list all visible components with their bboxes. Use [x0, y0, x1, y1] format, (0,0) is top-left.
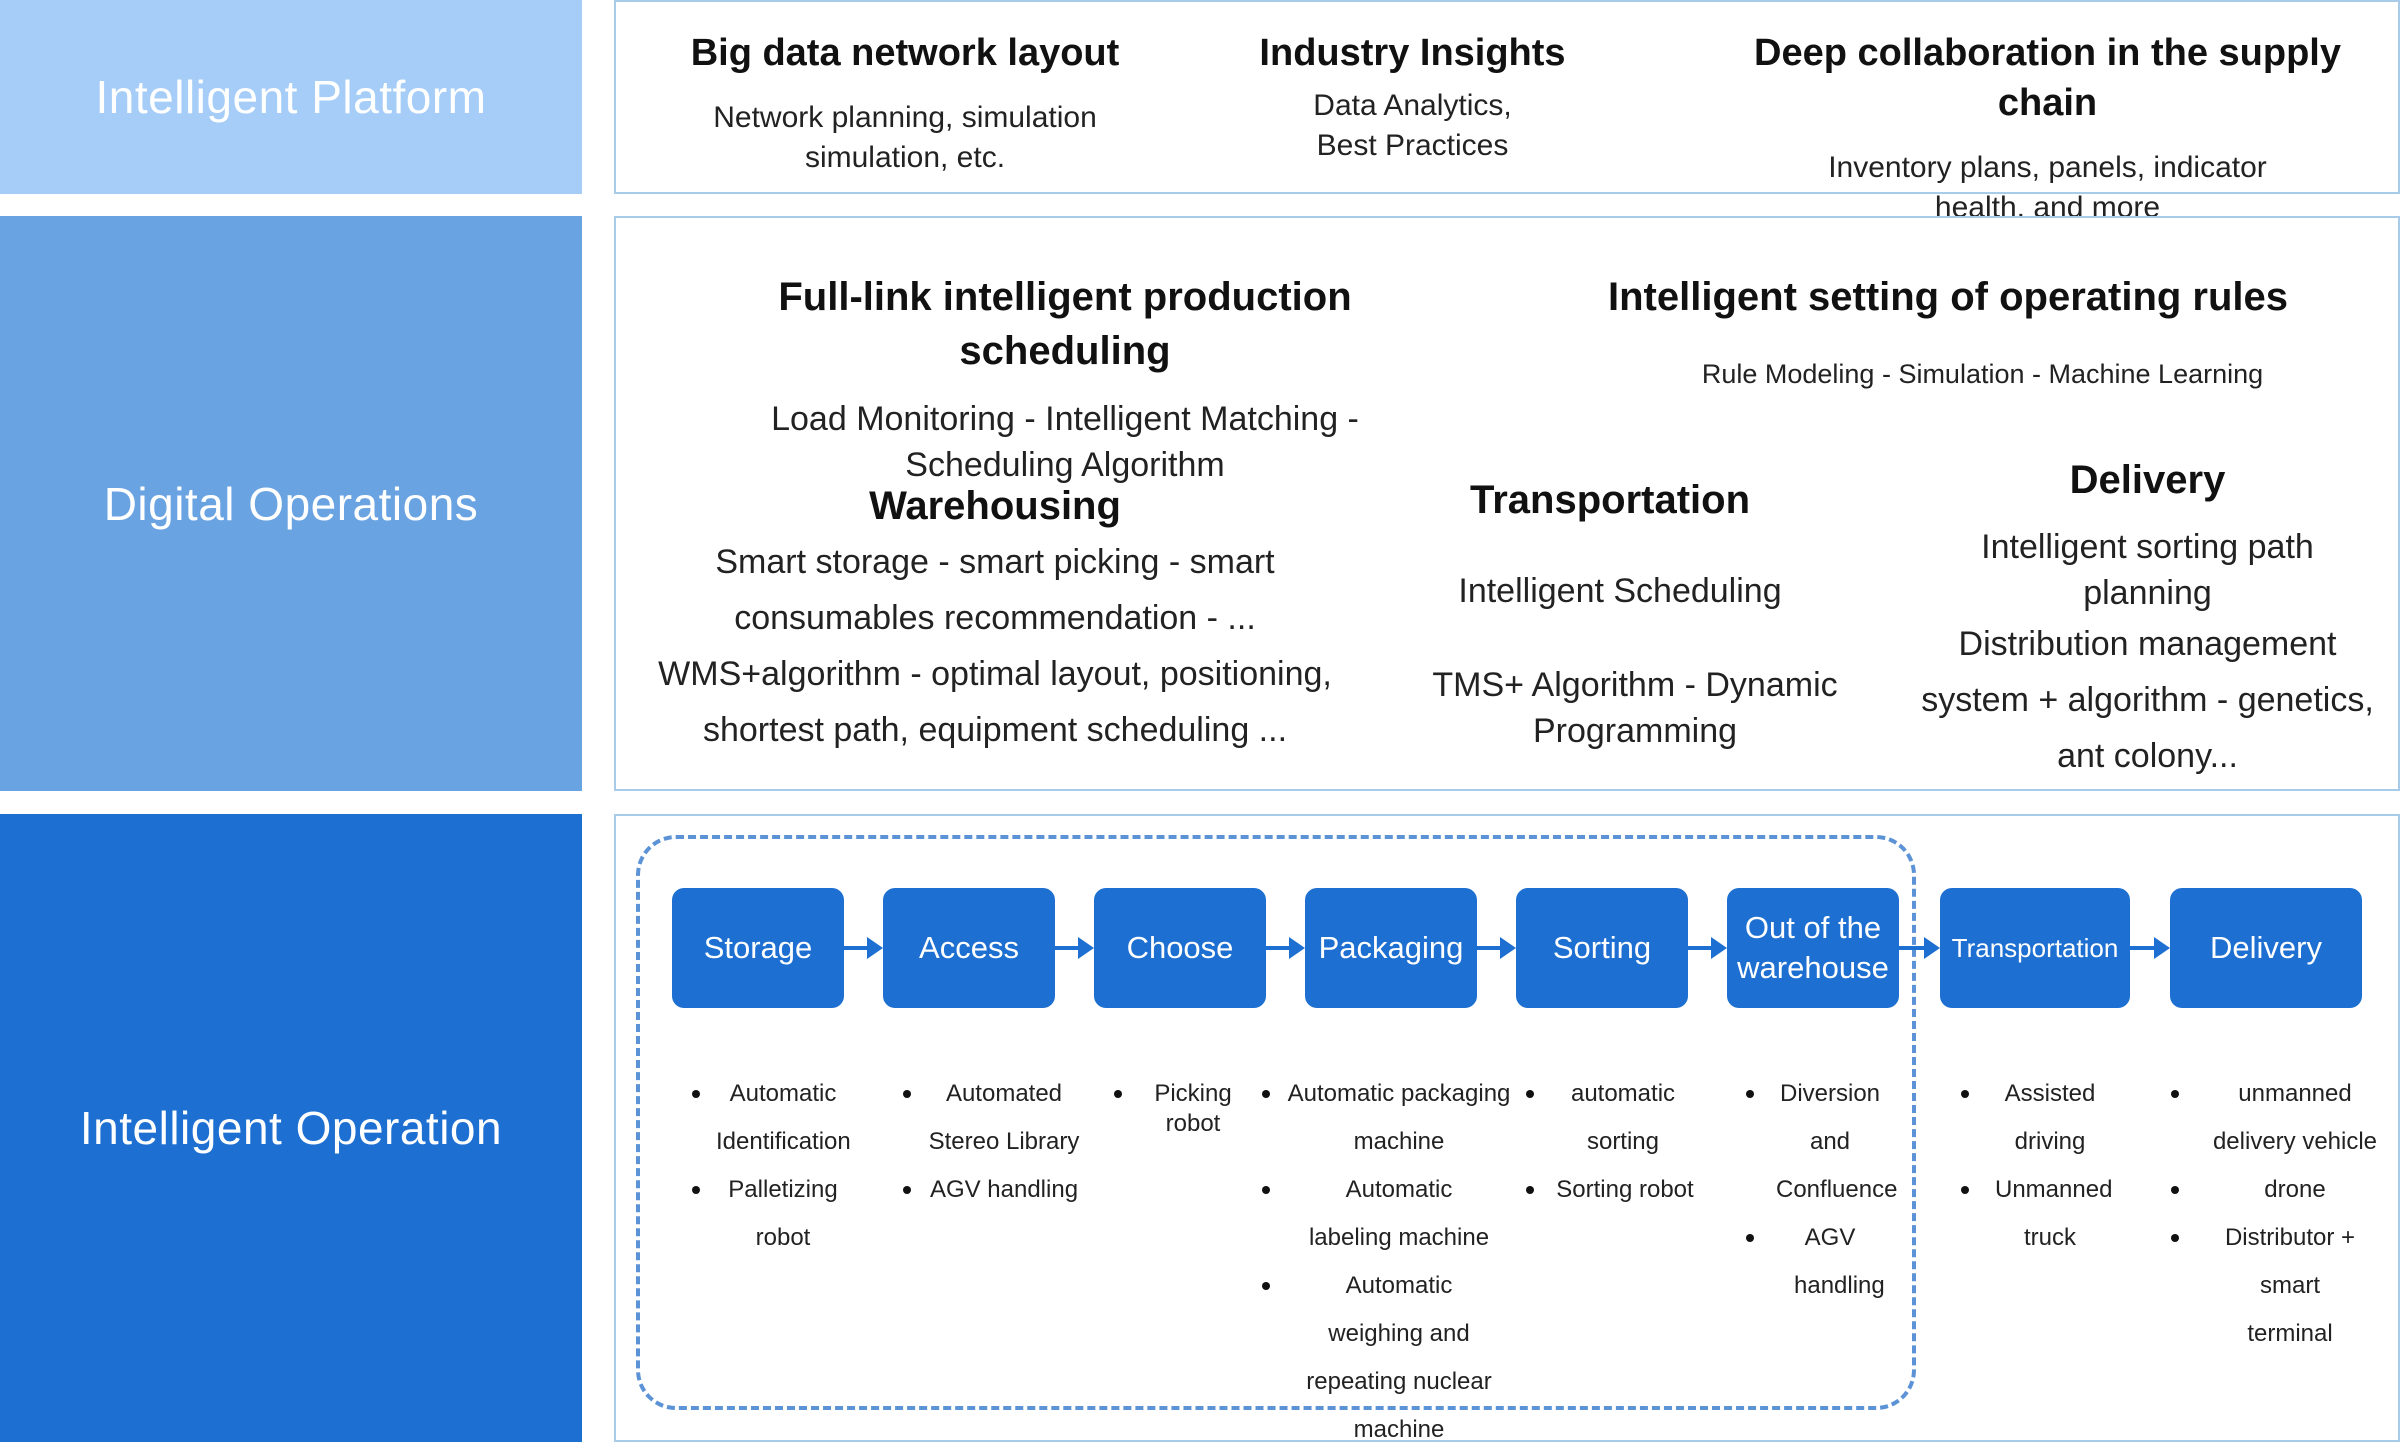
step-label: Delivery: [2210, 930, 2322, 965]
bullet-item: unmanned delivery vehicle: [2165, 1070, 2395, 1166]
scheduling-desc: Load Monitoring - Intelligent Matching -…: [771, 400, 1359, 484]
digital-transportation: Transportation Intelligent Scheduling TM…: [1400, 472, 1870, 754]
packaging-bullets: Automatic packaging machine Automatic la…: [1256, 1070, 1512, 1454]
digital-scheduling: Full-link intelligent production schedul…: [670, 270, 1460, 488]
sorting-bullets: automatic sorting Sorting robot: [1520, 1070, 1700, 1214]
transportation-line2: TMS+ Algorithm - Dynamic Programming: [1432, 666, 1838, 750]
step-label: Choose: [1126, 930, 1234, 965]
platform-item-network: Big data network layout Network planning…: [670, 28, 1140, 178]
step-out-of-warehouse: Out of the warehouse: [1727, 888, 1899, 1008]
warehousing-title: Warehousing: [869, 484, 1121, 528]
delivery-bullets: unmanned delivery vehicle drone Distribu…: [2165, 1070, 2395, 1358]
bullet-item: drone: [2165, 1166, 2395, 1214]
digital-warehousing: Warehousing Smart storage - smart pickin…: [635, 478, 1355, 758]
flow-arrow: [844, 937, 883, 959]
bullet-item: automatic sorting: [1520, 1070, 1700, 1166]
bullet-item: Palletizing robot: [686, 1166, 850, 1262]
delivery-title: Delivery: [2069, 458, 2226, 502]
flow-arrow: [1899, 937, 1940, 959]
step-label: Transportation: [1951, 933, 2119, 963]
step-access: Access: [883, 888, 1055, 1008]
band-label: Intelligent Platform: [95, 71, 487, 123]
step-sorting: Sorting: [1516, 888, 1688, 1008]
bullet-item: Diversion and Confluence: [1740, 1070, 1897, 1214]
flow-arrow: [1055, 937, 1094, 959]
bullet-item: Automated Stereo Library: [897, 1070, 1081, 1166]
storage-bullets: Automatic Identification Palletizing rob…: [686, 1070, 851, 1262]
step-transportation: Transportation: [1940, 888, 2130, 1008]
out-of-warehouse-bullets: Diversion and Confluence AGV handling: [1740, 1070, 1897, 1310]
bullet-item: Automatic labeling machine: [1256, 1166, 1512, 1262]
digital-delivery: Delivery Intelligent sorting path planni…: [1905, 452, 2390, 784]
platform-title: Deep collaboration in the supply chain: [1754, 32, 2341, 124]
rules-desc: Rule Modeling - Simulation - Machine Lea…: [1701, 359, 2264, 389]
step-label: Out of the warehouse: [1737, 910, 1889, 985]
transportation-line1: Intelligent Scheduling: [1458, 572, 1782, 610]
bullet-item: Unmanned truck: [1955, 1166, 2115, 1262]
transportation-title: Transportation: [1470, 478, 1751, 522]
delivery-line2: Distribution management system + algorit…: [1921, 625, 2374, 775]
bullet-item: Automatic weighing and repeating nuclear…: [1256, 1262, 1512, 1454]
bullet-item: Automatic packaging machine: [1256, 1070, 1512, 1166]
choose-bullets: Picking robot: [1108, 1070, 1248, 1139]
flow-arrow: [1477, 937, 1516, 959]
platform-title: Industry Insights: [1259, 32, 1566, 74]
platform-desc: Network planning, simulation simulation,…: [713, 101, 1097, 174]
step-packaging: Packaging: [1305, 888, 1477, 1008]
bullet-item: Assisted driving: [1955, 1070, 2115, 1166]
step-storage: Storage: [672, 888, 844, 1008]
step-label: Sorting: [1552, 930, 1652, 965]
step-delivery: Delivery: [2170, 888, 2362, 1008]
band-intelligent-platform: Intelligent Platform: [0, 0, 582, 194]
bullet-item: Distributor + smart terminal: [2165, 1214, 2395, 1358]
band-intelligent-operation: Intelligent Operation: [0, 814, 582, 1442]
bullet-item: AGV handling: [1740, 1214, 1890, 1310]
digital-panel: [614, 216, 2400, 791]
bullet-item: AGV handling: [897, 1166, 1081, 1214]
platform-panel: [614, 0, 2400, 194]
bullet-item: Sorting robot: [1520, 1166, 1700, 1214]
step-label: Storage: [703, 930, 813, 965]
transportation-bullets: Assisted driving Unmanned truck: [1955, 1070, 2115, 1262]
access-bullets: Automated Stereo Library AGV handling: [897, 1070, 1081, 1214]
warehousing-line1: Smart storage - smart picking - smart co…: [715, 543, 1275, 637]
platform-title: Big data network layout: [690, 32, 1120, 74]
platform-item-supply-chain: Deep collaboration in the supply chain I…: [1700, 28, 2395, 228]
delivery-line1: Intelligent sorting path planning: [1981, 528, 2314, 612]
step-label: Packaging: [1318, 930, 1464, 965]
scheduling-title: Full-link intelligent production schedul…: [778, 275, 1352, 373]
flow-arrow: [1266, 937, 1305, 959]
band-digital-operations: Digital Operations: [0, 216, 582, 791]
warehouse-dashed-boundary: [636, 835, 1916, 1410]
band-label: Digital Operations: [103, 477, 479, 530]
platform-desc: Data Analytics, Best Practices: [1313, 89, 1512, 162]
step-label: Access: [919, 930, 1019, 965]
flow-arrow: [1688, 937, 1727, 959]
rules-title: Intelligent setting of operating rules: [1608, 275, 2289, 319]
step-choose: Choose: [1094, 888, 1266, 1008]
platform-item-insights: Industry Insights Data Analytics, Best P…: [1240, 28, 1585, 166]
band-label: Intelligent Operation: [79, 1102, 503, 1154]
digital-rules: Intelligent setting of operating rules R…: [1580, 270, 2385, 394]
flow-arrow: [2130, 937, 2170, 959]
warehousing-line2: WMS+algorithm - optimal layout, position…: [658, 655, 1332, 749]
bullet-item: Picking robot: [1108, 1070, 1248, 1139]
bullet-item: Automatic Identification: [686, 1070, 851, 1166]
